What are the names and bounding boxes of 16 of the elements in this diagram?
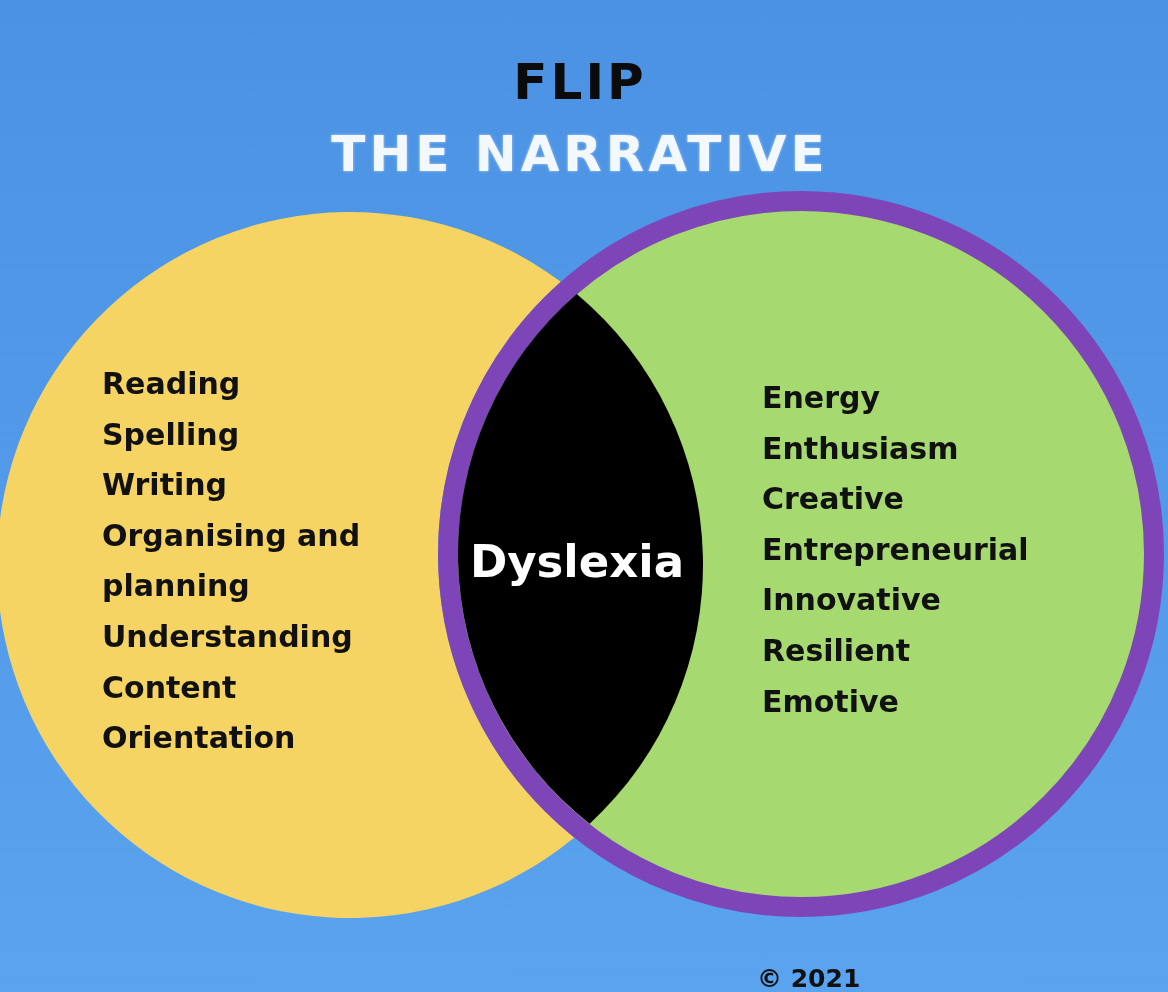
list-item: Emotive — [762, 682, 900, 721]
list-item: Reading — [102, 365, 242, 403]
list-item: Creative — [762, 480, 905, 519]
list-item: Spelling — [102, 415, 241, 454]
list-item: Enthusiasm — [762, 429, 960, 468]
title: FLIP THE NARRATIVE — [331, 52, 829, 185]
list-item: Writing — [102, 466, 229, 505]
list-item: Orientation — [102, 719, 297, 758]
list-item: Resilient — [762, 631, 912, 670]
list-item: Entrepreneurial — [762, 530, 1030, 569]
list-item: Understanding Content — [102, 617, 354, 707]
copyright-note: © 2021 — [757, 966, 861, 991]
list-item: Organising and planning — [102, 516, 362, 606]
list-item: Innovative — [762, 581, 942, 620]
list-item: Energy — [762, 379, 882, 417]
overlap-label: Dyslexia — [469, 535, 685, 589]
